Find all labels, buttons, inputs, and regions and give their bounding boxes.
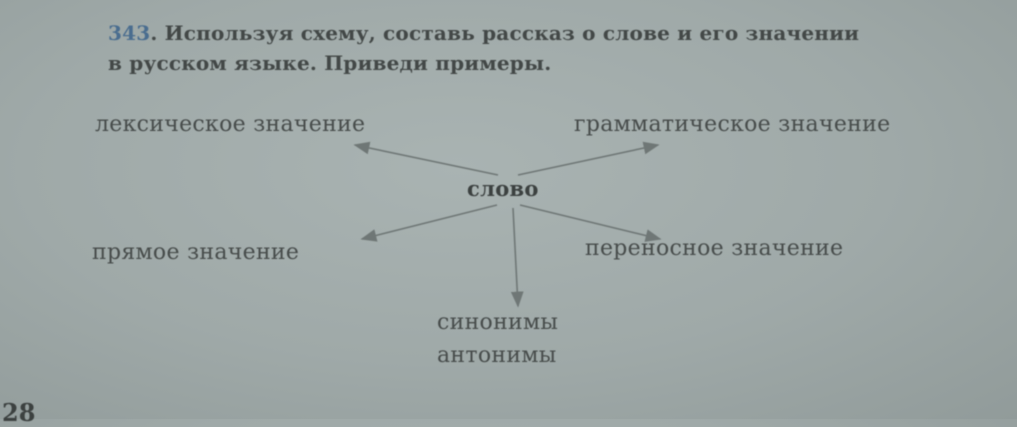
node-direct-meaning: прямое значение [92,240,300,265]
page-number: 28 [2,398,36,427]
node-grammatical-meaning: грамматическое значение [574,112,891,137]
arrow-to-grammatical [517,141,660,176]
arrow-to-direct [360,204,498,242]
exercise-task: 343. Используя схему, составь рассказ о … [108,18,988,78]
node-word-center: слово [467,176,539,201]
arrow-to-figurative [519,204,662,242]
exercise-text-line2: в русском языке. Приведи примеры. [108,51,552,75]
node-figurative-meaning: переносное значение [585,236,844,261]
node-antonyms: антонимы [437,343,557,368]
exercise-text-line1: . Используя схему, составь рассказ о сло… [150,21,860,45]
exercise-number: 343 [108,21,151,45]
arrow-to-synonyms [510,207,524,308]
node-synonyms: синонимы [437,310,559,335]
arrow-to-lexical [353,141,499,176]
node-lexical-meaning: лексическое значение [95,112,366,137]
